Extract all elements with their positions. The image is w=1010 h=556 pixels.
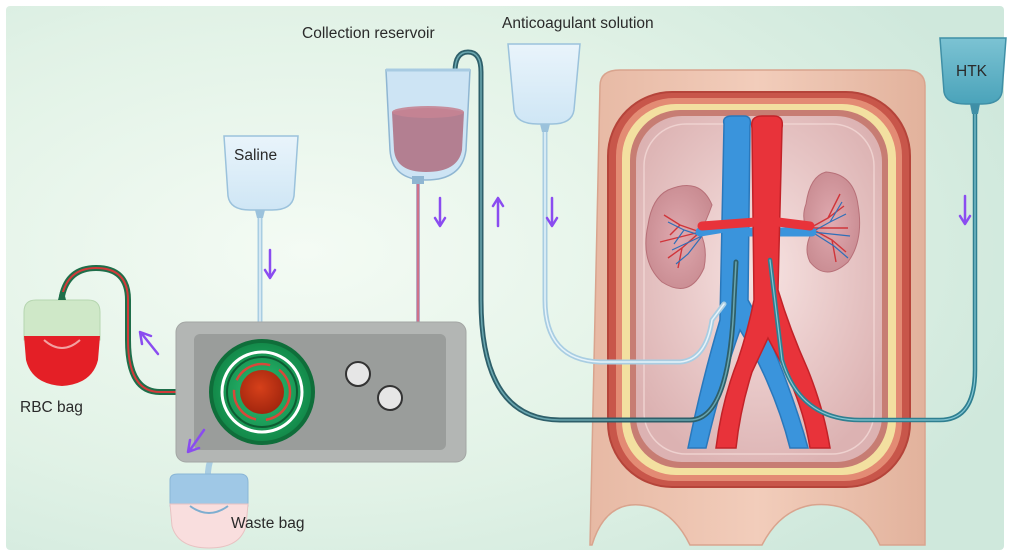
waste-bag [170,474,248,548]
right-kidney [804,172,860,272]
collection-reservoir [386,70,470,184]
left-kidney [646,185,712,288]
label-rbc-bag: RBC bag [20,399,83,416]
pump-roller-2 [378,386,402,410]
centrifuge-bowl [209,339,315,445]
label-saline: Saline [234,147,277,164]
label-htk: HTK [956,63,988,80]
label-collection-reservoir: Collection reservoir [302,25,435,42]
label-anticoagulant-solution: Anticoagulant solution [502,15,654,32]
anticoagulant-bag [508,44,580,132]
rbc-bag [24,292,100,386]
pump-roller-1 [346,362,370,386]
label-waste-bag: Waste bag [231,515,305,532]
